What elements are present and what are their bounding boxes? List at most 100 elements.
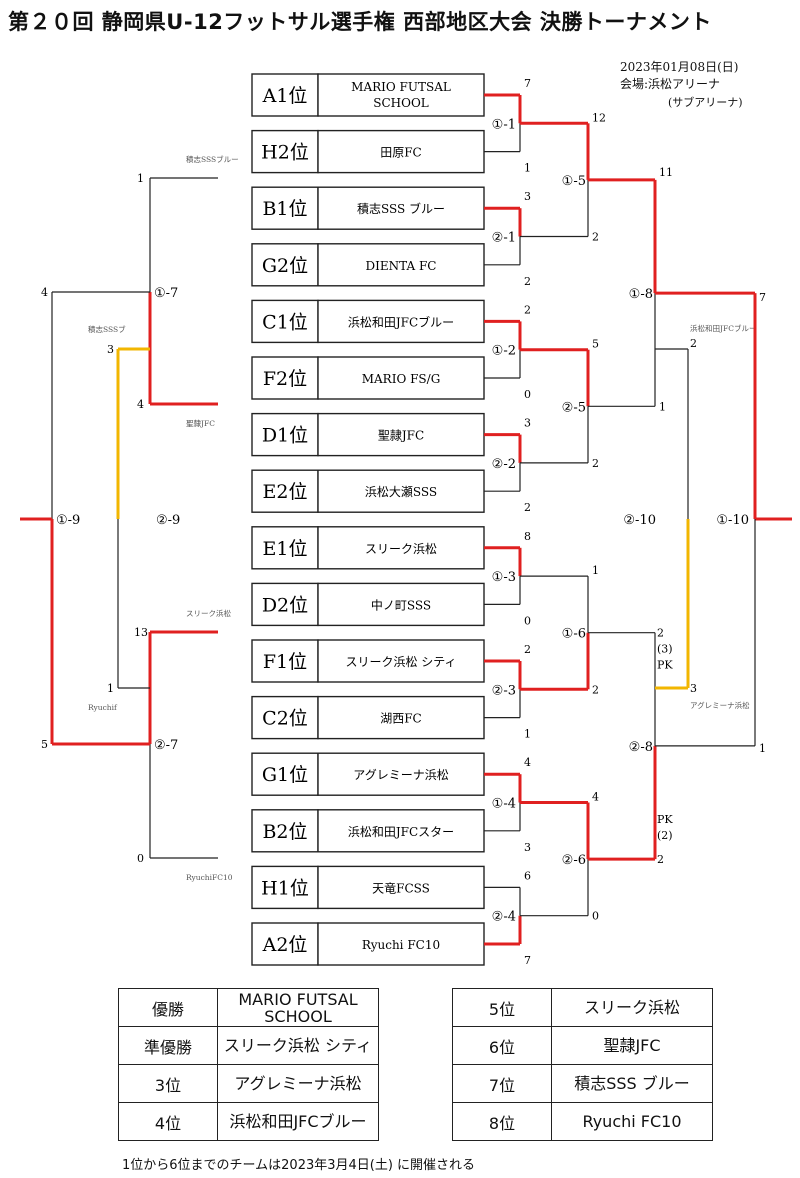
seed-label: C1位 xyxy=(262,311,308,333)
team-box xyxy=(317,243,485,287)
team-name: アグレミーナ浜松 xyxy=(353,768,448,782)
team-name: SCHOOL xyxy=(373,96,429,110)
result-rank: 準優勝 xyxy=(118,1026,218,1065)
match-label: ①-6 xyxy=(562,627,586,642)
event-date: 2023年01月08日(日) xyxy=(620,60,739,74)
match-label: ②-2 xyxy=(492,457,516,472)
result-rank: 6位 xyxy=(452,1026,552,1065)
result-team: MARIO FUTSAL SCHOOL xyxy=(217,988,379,1027)
team-box xyxy=(317,922,485,966)
seed-label: H1位 xyxy=(261,877,309,899)
match-score: 7 xyxy=(524,77,531,90)
result-row: 3位アグレミーナ浜松 xyxy=(118,1064,379,1103)
match-score: 7 xyxy=(759,291,766,304)
team-name: 天竜FCSS xyxy=(372,881,430,895)
result-team: アグレミーナ浜松 xyxy=(217,1064,379,1103)
team-small-label: 積志SSSブルー xyxy=(186,154,239,164)
team-box xyxy=(317,469,485,513)
match-score: 4 xyxy=(41,286,48,299)
result-row: 4位浜松和田JFCブルー xyxy=(118,1102,379,1141)
seed-box xyxy=(251,752,319,796)
match-score: 1 xyxy=(524,162,531,175)
seed-label: H2位 xyxy=(261,142,309,164)
result-rank: 7位 xyxy=(452,1064,552,1103)
match-score: 5 xyxy=(592,338,599,351)
seed-label: G1位 xyxy=(262,764,308,786)
match-label: ①-9 xyxy=(56,513,80,528)
match-label: ①-8 xyxy=(629,287,653,302)
seed-label: D2位 xyxy=(262,594,308,616)
result-team: Ryuchi FC10 xyxy=(551,1102,713,1141)
match-score: 11 xyxy=(659,166,673,179)
match-score: 0 xyxy=(524,614,531,627)
match-score: 3 xyxy=(524,190,531,203)
match-score: 3 xyxy=(524,417,531,430)
match-score: 2 xyxy=(592,231,599,244)
team-box xyxy=(317,865,485,910)
team-box xyxy=(317,809,485,853)
match-score: 3 xyxy=(690,682,697,695)
seed-box xyxy=(251,582,319,627)
team-name: Ryuchi FC10 xyxy=(362,938,440,952)
match-score: 2 xyxy=(690,337,697,350)
pk-score: (3) xyxy=(657,643,673,656)
team-name: 聖隷JFC xyxy=(378,429,424,443)
team-name: 湖西FC xyxy=(380,711,422,726)
match-score: 2 xyxy=(657,853,664,866)
result-rank: 8位 xyxy=(452,1102,552,1141)
team-small-label: RyuchiFC10 xyxy=(186,873,233,882)
match-score: 8 xyxy=(524,530,531,543)
footer-note: 1位から6位までのチームは2023年3月4日(土) に開催される xyxy=(122,1158,476,1173)
result-rank: 5位 xyxy=(452,988,552,1027)
seed-label: E1位 xyxy=(263,538,308,560)
seed-box xyxy=(251,526,319,570)
pk-score: (2) xyxy=(657,829,673,842)
seed-label: E2位 xyxy=(263,481,308,503)
team-small-label: 聖隷JFC xyxy=(186,418,215,428)
team-box xyxy=(317,412,485,457)
team-box xyxy=(317,356,485,400)
match-score: 2 xyxy=(657,627,664,640)
result-rank: 3位 xyxy=(118,1064,218,1103)
match-score: 2 xyxy=(524,275,531,288)
pk-label: PK xyxy=(657,659,673,672)
result-team: 浜松和田JFCブルー xyxy=(217,1102,379,1141)
seed-box xyxy=(251,412,319,457)
match-label: ①-3 xyxy=(492,570,516,585)
match-label: ②-7 xyxy=(154,738,178,753)
result-team: スリーク浜松 シティ xyxy=(217,1026,379,1065)
team-name: DIENTA FC xyxy=(366,259,437,273)
seed-box xyxy=(251,299,319,344)
team-name: MARIO FS/G xyxy=(362,372,441,386)
match-score: 2 xyxy=(592,683,599,696)
team-name: 浜松大瀬SSS xyxy=(365,485,437,499)
match-score: 1 xyxy=(107,682,114,695)
team-name: 中ノ町SSS xyxy=(371,597,431,612)
team-box xyxy=(317,695,485,740)
seed-box xyxy=(251,243,319,287)
match-label: ①-4 xyxy=(492,797,516,812)
seed-label: F2位 xyxy=(263,368,307,390)
team-box xyxy=(317,639,485,683)
team-name: 積志SSS ブルー xyxy=(357,201,445,216)
seed-label: F1位 xyxy=(263,651,307,673)
team-name: 田原FC xyxy=(380,146,422,160)
result-row: 準優勝スリーク浜松 シティ xyxy=(118,1026,379,1065)
result-team: スリーク浜松 xyxy=(551,988,713,1027)
match-label: ①-7 xyxy=(154,286,178,301)
match-score: 1 xyxy=(759,742,766,755)
match-label: ②-4 xyxy=(492,910,516,925)
team-name: 浜松和田JFCブルー xyxy=(348,314,454,329)
match-score: 4 xyxy=(137,398,144,411)
team-box xyxy=(317,752,485,796)
seed-label: D1位 xyxy=(262,425,308,447)
match-score: 1 xyxy=(659,400,666,413)
match-label: ②-6 xyxy=(562,853,586,868)
match-score: 2 xyxy=(524,303,531,316)
seed-box xyxy=(251,695,319,740)
match-score: 0 xyxy=(137,852,144,865)
match-label: ②-3 xyxy=(492,683,516,698)
match-score: 4 xyxy=(524,756,531,769)
